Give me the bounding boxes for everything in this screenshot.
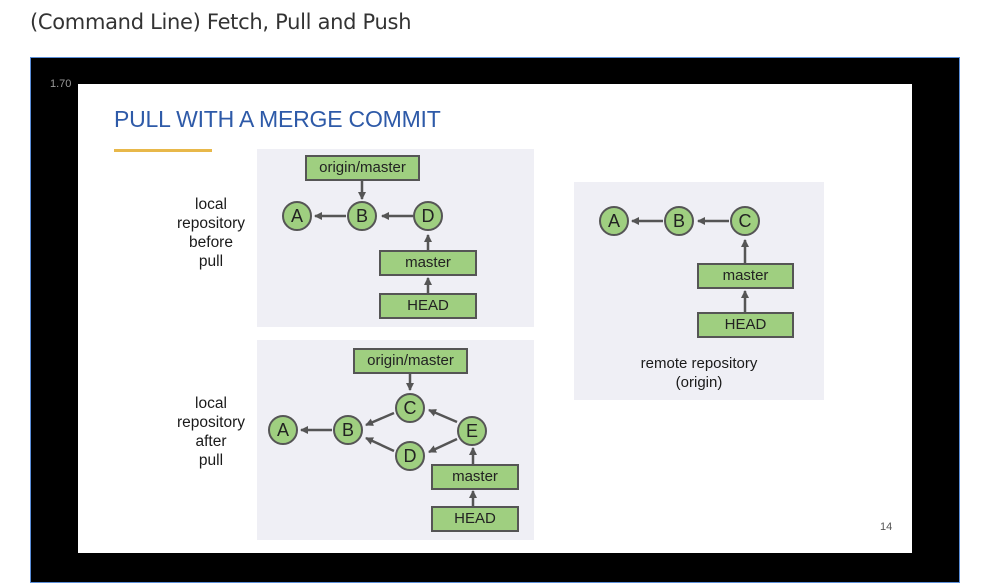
remote-commit-a: A — [599, 206, 629, 236]
remote-caption: remote repository (origin) — [640, 355, 758, 391]
after-commit-e: E — [457, 416, 487, 446]
page-title: (Command Line) Fetch, Pull and Push — [30, 10, 412, 34]
after-commit-d: D — [395, 441, 425, 471]
slide-title: PULL WITH A MERGE COMMIT — [114, 106, 441, 132]
before-commit-a: A — [282, 201, 312, 231]
playback-speed-label[interactable]: 1.70 — [50, 78, 72, 90]
slide-number: 14 — [880, 521, 893, 533]
title-underline — [114, 149, 212, 152]
after-master-ref: master — [431, 464, 519, 490]
arrow-after-d-to-b — [365, 436, 395, 453]
after-commit-c: C — [395, 393, 425, 423]
local-after-label: local repository after pull — [176, 395, 246, 469]
after-commit-a: A — [268, 415, 298, 445]
before-commit-d: D — [413, 201, 443, 231]
before-commit-b: B — [347, 201, 377, 231]
after-commit-b: B — [333, 415, 363, 445]
arrow-after-e-to-c — [428, 408, 458, 424]
arrow-after-e-to-d — [428, 437, 458, 454]
arrow-after-c-to-b — [365, 411, 395, 427]
before-master-ref: master — [379, 250, 477, 276]
remote-commit-b: B — [664, 206, 694, 236]
after-origin-master-ref: origin/master — [353, 348, 468, 374]
local-before-label: local repository before pull — [176, 196, 246, 270]
before-head-ref: HEAD — [379, 293, 477, 319]
remote-master-ref: master — [697, 263, 794, 289]
remote-head-ref: HEAD — [697, 312, 794, 338]
before-origin-master-ref: origin/master — [305, 155, 420, 181]
remote-commit-c: C — [730, 206, 760, 236]
after-head-ref: HEAD — [431, 506, 519, 532]
